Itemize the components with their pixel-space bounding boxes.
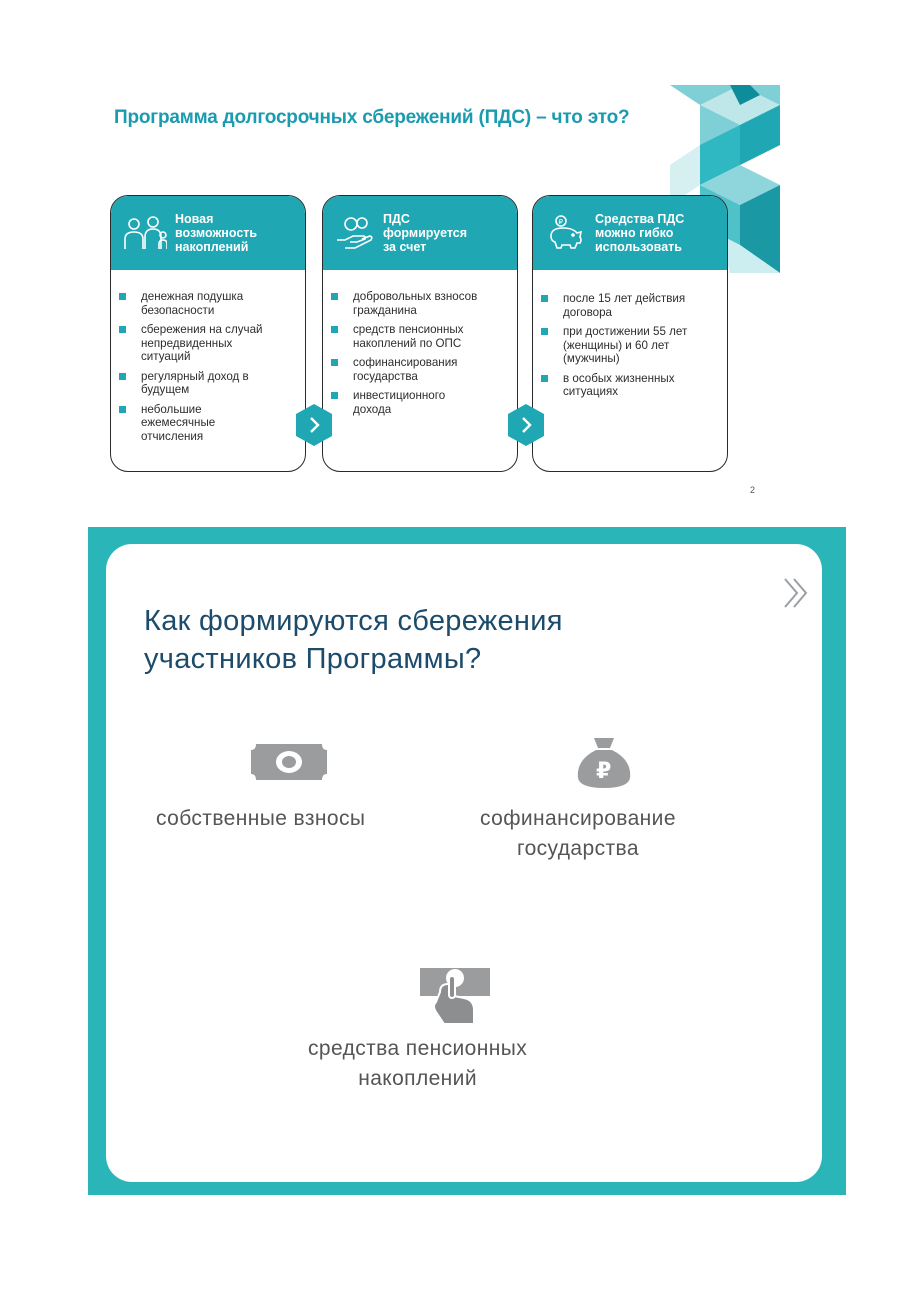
page-number: 2 [750, 485, 756, 495]
card-heading: ПДС формируется за счет [383, 212, 468, 254]
list-item: при достижении 55 лет (женщины) и 60 лет… [541, 325, 691, 366]
card-list: после 15 лет действия договора при дости… [533, 270, 727, 399]
hand-coins-icon [337, 217, 373, 249]
banknote-icon [251, 744, 327, 780]
list-item: средств пенсионных накоплений по ОПС [331, 323, 491, 350]
label-pension-savings: средства пенсионных накоплений [308, 1037, 528, 1090]
chevron-right-icon [296, 404, 332, 446]
label-state-cofinancing: софинансирование государства [480, 807, 676, 860]
list-item: регулярный доход в будущем [119, 370, 259, 397]
slide-2-card: Как формируются сбережения участников Пр… [106, 544, 822, 1182]
list-item: в особых жизненных ситуациях [541, 372, 701, 399]
card-new-opportunity: Новая возможность накоплений денежная по… [110, 195, 306, 472]
card-header: ₽ Средства ПДС можно гибко использовать [533, 196, 727, 270]
card-list: добровольных взносов гражданина средств … [323, 270, 517, 416]
list-item: инвестиционного дохода [331, 389, 471, 416]
list-item: сбережения на случай непредвиденных ситу… [119, 323, 281, 364]
list-item: небольшие ежемесячные отчисления [119, 403, 229, 444]
slide-2: Как формируются сбережения участников Пр… [88, 527, 846, 1195]
card-heading: Средства ПДС можно гибко использовать [595, 212, 685, 254]
slide-1-title: Программа долгосрочных сбережений (ПДС) … [114, 107, 630, 128]
list-item: добровольных взносов гражданина [331, 290, 511, 317]
svg-text:₽: ₽ [559, 218, 564, 226]
card-header: Новая возможность накоплений [111, 196, 305, 270]
piggy-bank-icon: ₽ [550, 215, 583, 249]
label-own-contributions: собственные взносы [156, 807, 366, 830]
chevron-right-icon [508, 404, 544, 446]
money-bag-ruble-icon: ₽ [577, 738, 631, 788]
family-icon [124, 216, 167, 249]
card-flexible-use: ₽ Средства ПДС можно гибко использовать … [532, 195, 728, 472]
card-heading: Новая возможность накоплений [175, 212, 258, 254]
hand-coin-icon [420, 968, 490, 1025]
double-chevron-right-icon [784, 578, 808, 608]
list-item: после 15 лет действия договора [541, 292, 711, 319]
svg-text:₽: ₽ [596, 759, 611, 784]
card-header: ПДС формируется за счет [323, 196, 517, 270]
slide-1: Программа долгосрочных сбережений (ПДС) … [100, 85, 780, 505]
slide-2-title: Как формируются сбережения участников Пр… [144, 605, 563, 675]
list-item: денежная подушка безопасности [119, 290, 269, 317]
card-pds-formed-by: ПДС формируется за счет добровольных взн… [322, 195, 518, 472]
list-item: софинансирования государства [331, 356, 481, 383]
card-list: денежная подушка безопасности сбережения… [111, 270, 305, 443]
